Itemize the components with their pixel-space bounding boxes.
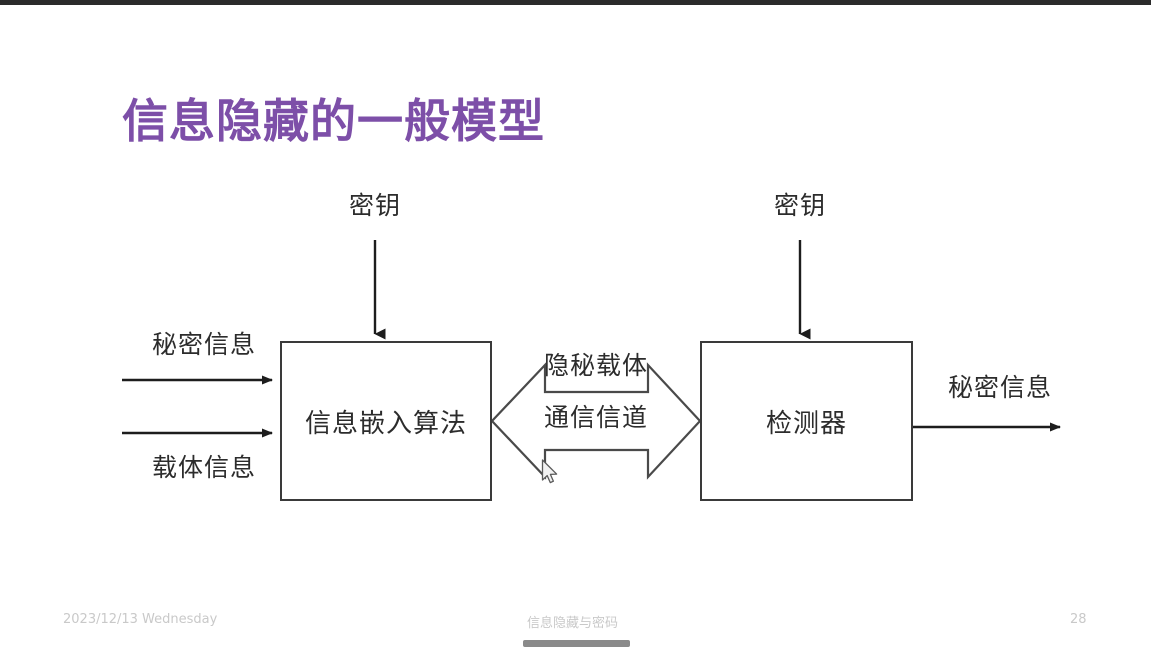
process-box-embedder-label: 信息嵌入算法 xyxy=(304,408,467,438)
label-communication-channel: 通信信道 xyxy=(543,405,649,432)
process-box-embedder[interactable]: 信息嵌入算法 xyxy=(280,341,492,501)
footer-page-number: 28 xyxy=(1070,612,1087,627)
process-box-detector[interactable]: 检测器 xyxy=(700,341,913,501)
label-secret-message-input: 秘密信息 xyxy=(152,332,257,359)
label-secret-message-output: 秘密信息 xyxy=(948,375,1053,402)
label-key-detector: 密钥 xyxy=(773,193,827,220)
footer-course-title: 信息隐藏与密码 xyxy=(527,616,619,631)
arrow-pointer-icon xyxy=(541,459,558,484)
page-title: 信息隐藏的一般模型 xyxy=(122,94,545,148)
label-stego-carrier: 隐秘载体 xyxy=(543,353,649,380)
window-top-edge xyxy=(0,0,1151,5)
label-key-embedder: 密钥 xyxy=(348,193,402,220)
process-box-detector-label: 检测器 xyxy=(765,408,847,438)
label-cover-message-input: 载体信息 xyxy=(152,455,257,482)
footer-date: 2023/12/13 Wednesday xyxy=(63,612,218,627)
presentation-toolbar-handle[interactable] xyxy=(523,640,630,647)
